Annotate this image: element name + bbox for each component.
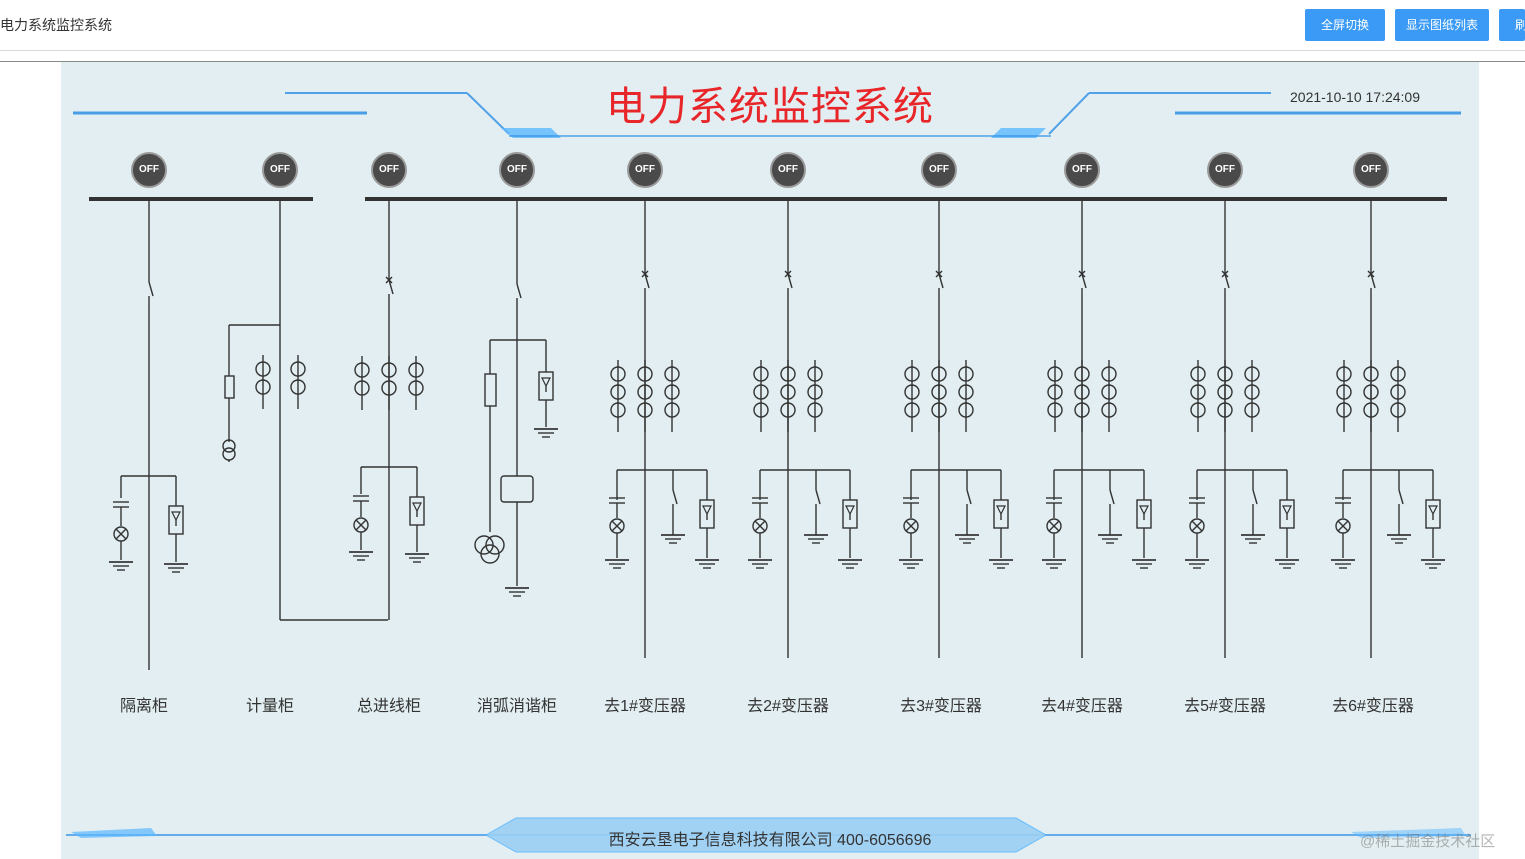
circuits bbox=[109, 199, 1445, 670]
footer-decoration bbox=[66, 817, 1471, 853]
transformer-feeder-circuit bbox=[1042, 199, 1156, 658]
metering-cabinet-circuit bbox=[222, 199, 388, 621]
fullscreen-toggle-button[interactable]: 全屏切换 bbox=[1305, 9, 1385, 41]
single-line-diagram bbox=[66, 92, 1471, 853]
cabinet-label: 计量柜 bbox=[245, 698, 294, 715]
cabinet-label: 去3#变压器 bbox=[900, 698, 982, 715]
transformer-feeder-circuit bbox=[605, 199, 719, 658]
transformer-feeder-circuit bbox=[1331, 199, 1445, 658]
cabinet-label: 去5#变压器 bbox=[1184, 698, 1266, 715]
cabinet-label: 消弧消谐柜 bbox=[476, 698, 557, 715]
switch-off-button[interactable]: OFF bbox=[921, 152, 957, 188]
datetime-display: 2021-10-10 17:24:09 bbox=[1290, 89, 1420, 105]
diagram-panel: 电力系统监控系统 2021-10-10 17:24:09 OFF OFF OFF OF… bbox=[61, 62, 1479, 859]
switch-off-button[interactable]: OFF bbox=[1353, 152, 1389, 188]
divider bbox=[0, 61, 1525, 62]
transformer-feeder-circuit bbox=[748, 199, 862, 658]
isolation-cabinet-circuit bbox=[109, 199, 188, 670]
switch-off-button[interactable]: OFF bbox=[499, 152, 535, 188]
switch-off-button[interactable]: OFF bbox=[770, 152, 806, 188]
switch-off-button[interactable]: OFF bbox=[1207, 152, 1243, 188]
cabinet-label: 去4#变压器 bbox=[1041, 698, 1123, 715]
transformer-feeder-circuit bbox=[899, 199, 1013, 658]
watermark: @稀土掘金技术社区 bbox=[1360, 833, 1496, 850]
cabinet-label: 去2#变压器 bbox=[747, 698, 829, 715]
show-drawing-list-button[interactable]: 显示图纸列表 bbox=[1395, 9, 1489, 41]
cabinet-label: 隔离柜 bbox=[119, 698, 168, 715]
header-decoration bbox=[73, 92, 1461, 138]
refresh-button[interactable]: 刷 bbox=[1499, 9, 1525, 41]
transformer-feeder-circuit bbox=[1185, 199, 1299, 658]
cabinet-label: 去6#变压器 bbox=[1332, 698, 1414, 715]
top-bar: 电力系统监控系统 全屏切换 显示图纸列表 刷 bbox=[0, 0, 1525, 51]
app-title: 电力系统监控系统 bbox=[0, 17, 112, 33]
switch-off-button[interactable]: OFF bbox=[627, 152, 663, 188]
switch-off-button[interactable]: OFF bbox=[371, 152, 407, 188]
company-footer: 西安云垦电子信息科技有限公司 400-6056696 bbox=[608, 832, 932, 849]
cabinet-label: 总进线柜 bbox=[356, 698, 421, 715]
switch-off-button[interactable]: OFF bbox=[1064, 152, 1100, 188]
arc-suppression-cabinet-circuit bbox=[474, 199, 558, 597]
switch-off-button[interactable]: OFF bbox=[131, 152, 167, 188]
main-incoming-cabinet-circuit bbox=[349, 199, 429, 620]
cabinet-label: 去1#变压器 bbox=[604, 698, 686, 715]
diagram-title: 电力系统监控系统 bbox=[606, 85, 934, 129]
switch-off-button[interactable]: OFF bbox=[262, 152, 298, 188]
